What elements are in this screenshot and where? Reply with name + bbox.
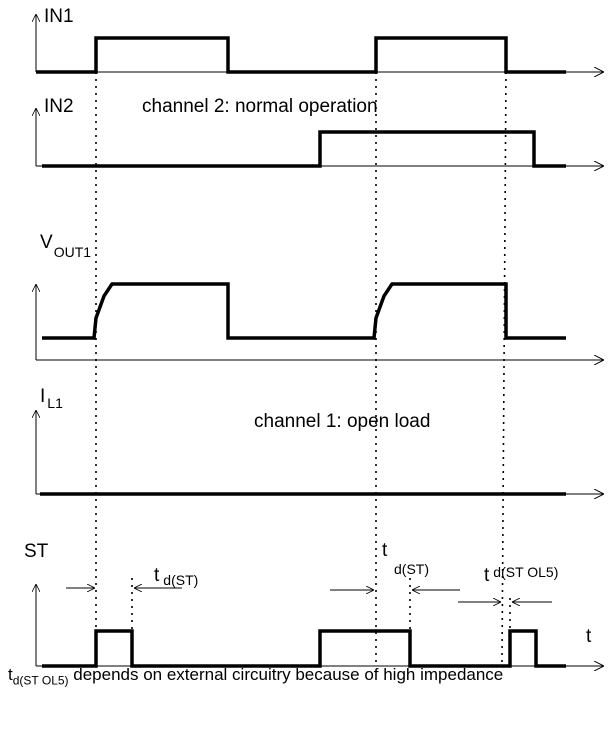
- footnote-prefix-main: t: [8, 665, 13, 684]
- footnote-prefix-sub: d(ST OL5): [12, 673, 69, 688]
- st-waveform: [42, 629, 566, 668]
- il1-label-sub: L1: [47, 395, 63, 411]
- st-time-label: t: [586, 626, 592, 647]
- vout1-label-main: V: [40, 232, 53, 253]
- vout1-waveform: [42, 282, 566, 340]
- td-st-1-main: t: [154, 565, 160, 586]
- guide-fall-2: [501, 71, 507, 663]
- td-st-ol5-main: t: [484, 565, 490, 586]
- td-st-2-main: t: [382, 540, 388, 561]
- td-st-1-sub: d(ST): [163, 572, 198, 588]
- il1-note: channel 1: open load: [254, 411, 430, 432]
- in2-trace: [36, 108, 604, 166]
- il1-trace: [36, 410, 604, 494]
- in2-note: channel 2: normal operation: [142, 96, 378, 117]
- vout1-label-sub: OUT1: [54, 244, 92, 260]
- td-st-ol5-sub: d(ST OL5): [493, 564, 558, 580]
- alignment-guides: [95, 71, 511, 663]
- timing-arrows: [66, 588, 552, 602]
- st-trace: [36, 584, 604, 666]
- st-label: ST: [24, 541, 49, 562]
- in2-waveform: [42, 130, 566, 168]
- footnote-text: depends on external circuitry because of…: [68, 665, 504, 684]
- in1-label: IN1: [44, 6, 74, 27]
- in1-trace: [36, 14, 604, 72]
- in1-waveform: [36, 36, 566, 74]
- vout1-label: VOUT1: [40, 232, 91, 260]
- vout1-trace: [36, 282, 604, 360]
- il1-label-main: I: [40, 386, 45, 407]
- footnote: td(ST OL5) depends on external circuitry…: [8, 664, 598, 691]
- td-st-2-sub: d(ST): [394, 561, 429, 577]
- in2-label: IN2: [44, 96, 74, 117]
